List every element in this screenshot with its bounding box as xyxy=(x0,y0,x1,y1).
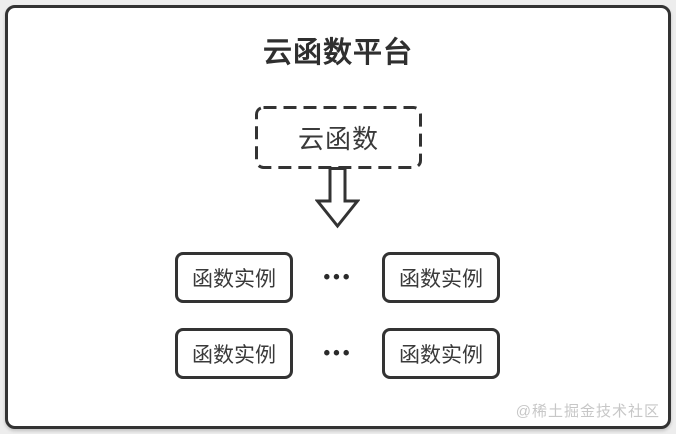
page-title: 云函数平台 xyxy=(262,37,413,69)
function-instance-box: 函数实例 xyxy=(382,328,500,379)
down-arrow-icon xyxy=(315,167,360,229)
function-instance-box: 函数实例 xyxy=(175,252,293,303)
watermark-text: @稀土掘金技术社区 xyxy=(515,403,660,420)
function-instance-box: 函数实例 xyxy=(175,328,293,379)
ellipsis-dots: ••• xyxy=(323,267,353,288)
cloud-function-node: 云函数 xyxy=(255,106,422,169)
ellipsis-dots: ••• xyxy=(323,343,353,364)
cloud-function-label: 云函数 xyxy=(297,124,379,154)
function-instance-box: 函数实例 xyxy=(382,252,500,303)
